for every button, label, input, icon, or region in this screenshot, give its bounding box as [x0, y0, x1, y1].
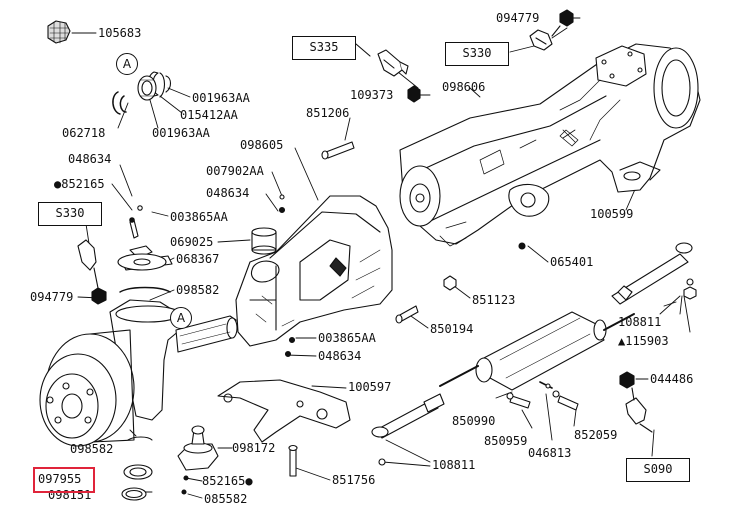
highlight-097955	[33, 467, 95, 493]
label-003865AA-b: 003865AA	[318, 331, 376, 345]
part-steering-knuckle-hub	[39, 245, 238, 447]
label-015412AA: 015412AA	[180, 108, 238, 122]
label-115903: ▲115903	[618, 334, 669, 348]
label-048634-b: 048634	[206, 186, 250, 200]
box-s335: S335	[292, 36, 356, 60]
part-lower-rings	[121, 436, 153, 501]
label-850194: 850194	[430, 322, 474, 336]
part-bearing-set-A	[112, 71, 172, 115]
dot-symbol: ●	[54, 177, 62, 191]
label-007902AA: 007902AA	[206, 164, 264, 178]
label-098582-a: 098582	[176, 283, 220, 297]
part-left-sensor-s330	[77, 239, 107, 305]
part-sensor-s330-top	[529, 9, 574, 51]
box-s090: S090	[626, 458, 690, 482]
label-852165-b-text: 852165	[202, 474, 246, 488]
part-105683-nut	[47, 20, 71, 44]
part-steering-cylinder	[439, 311, 647, 425]
part-851123-nut	[443, 275, 457, 291]
label-048634-c: 048634	[318, 349, 362, 363]
label-085582: 085582	[204, 492, 248, 506]
label-094779-top: 094779	[496, 11, 540, 25]
part-sensor-s335	[355, 43, 421, 103]
leader-lines	[71, 17, 691, 499]
label-851756: 851756	[332, 473, 376, 487]
label-098582-b: 098582	[70, 442, 114, 456]
label-850990: 850990	[452, 414, 496, 428]
label-852059: 852059	[574, 428, 618, 442]
label-108811-b: 108811	[432, 458, 476, 472]
triangle-symbol: ▲	[618, 334, 626, 348]
label-046813: 046813	[528, 446, 572, 460]
label-098605: 098605	[240, 138, 284, 152]
label-068367: 068367	[176, 252, 220, 266]
part-pins-bolts-lower	[506, 381, 579, 411]
label-851206: 851206	[306, 106, 350, 120]
label-065401: 065401	[550, 255, 594, 269]
part-098605-center-housing	[235, 195, 393, 347]
label-097955: 097955	[38, 472, 82, 486]
label-001963AA-2: 001963AA	[152, 126, 210, 140]
label-094779-left: 094779	[30, 290, 74, 304]
part-100597-bracket	[217, 379, 351, 443]
label-852165-a: ●852165	[54, 177, 105, 191]
label-108811-a: 108811	[618, 315, 662, 329]
label-098606: 098606	[442, 80, 486, 94]
label-062718: 062718	[62, 126, 106, 140]
label-105683: 105683	[98, 26, 142, 40]
label-851123: 851123	[472, 293, 516, 307]
part-851206-bolt	[321, 141, 355, 160]
label-850959: 850959	[484, 434, 528, 448]
part-851756-bolt	[288, 444, 298, 477]
part-small-bolts-center	[278, 194, 296, 358]
label-100599: 100599	[590, 207, 634, 221]
label-100597: 100597	[348, 380, 392, 394]
part-tie-rod-left	[371, 393, 445, 466]
box-s330-top: S330	[445, 42, 509, 66]
part-069025-sleeve	[251, 227, 277, 255]
part-left-small-bolts	[129, 205, 143, 239]
callout-a-mid: A	[170, 307, 192, 329]
part-tie-rod-right	[611, 242, 697, 305]
label-852165-a-text: 852165	[61, 177, 105, 191]
callout-a-top: A	[116, 53, 138, 75]
label-003865AA-a: 003865AA	[170, 210, 228, 224]
label-109373: 109373	[350, 88, 394, 102]
part-044486-cable	[639, 423, 653, 433]
label-001963AA-1: 001963AA	[192, 91, 250, 105]
label-852165-b: 852165●	[202, 474, 253, 488]
label-098172: 098172	[232, 441, 276, 455]
part-098172-ball-joint	[177, 425, 219, 495]
part-065401-bolt	[518, 242, 526, 250]
label-044486: 044486	[650, 372, 694, 386]
label-048634-a: 048634	[68, 152, 112, 166]
label-115903-text: 115903	[625, 334, 669, 348]
part-098606-axle-housing	[399, 43, 701, 247]
box-s330-left: S330	[38, 202, 102, 226]
dot-symbol: ●	[245, 474, 253, 488]
label-069025: 069025	[170, 235, 214, 249]
part-850194-bolt	[395, 305, 419, 324]
